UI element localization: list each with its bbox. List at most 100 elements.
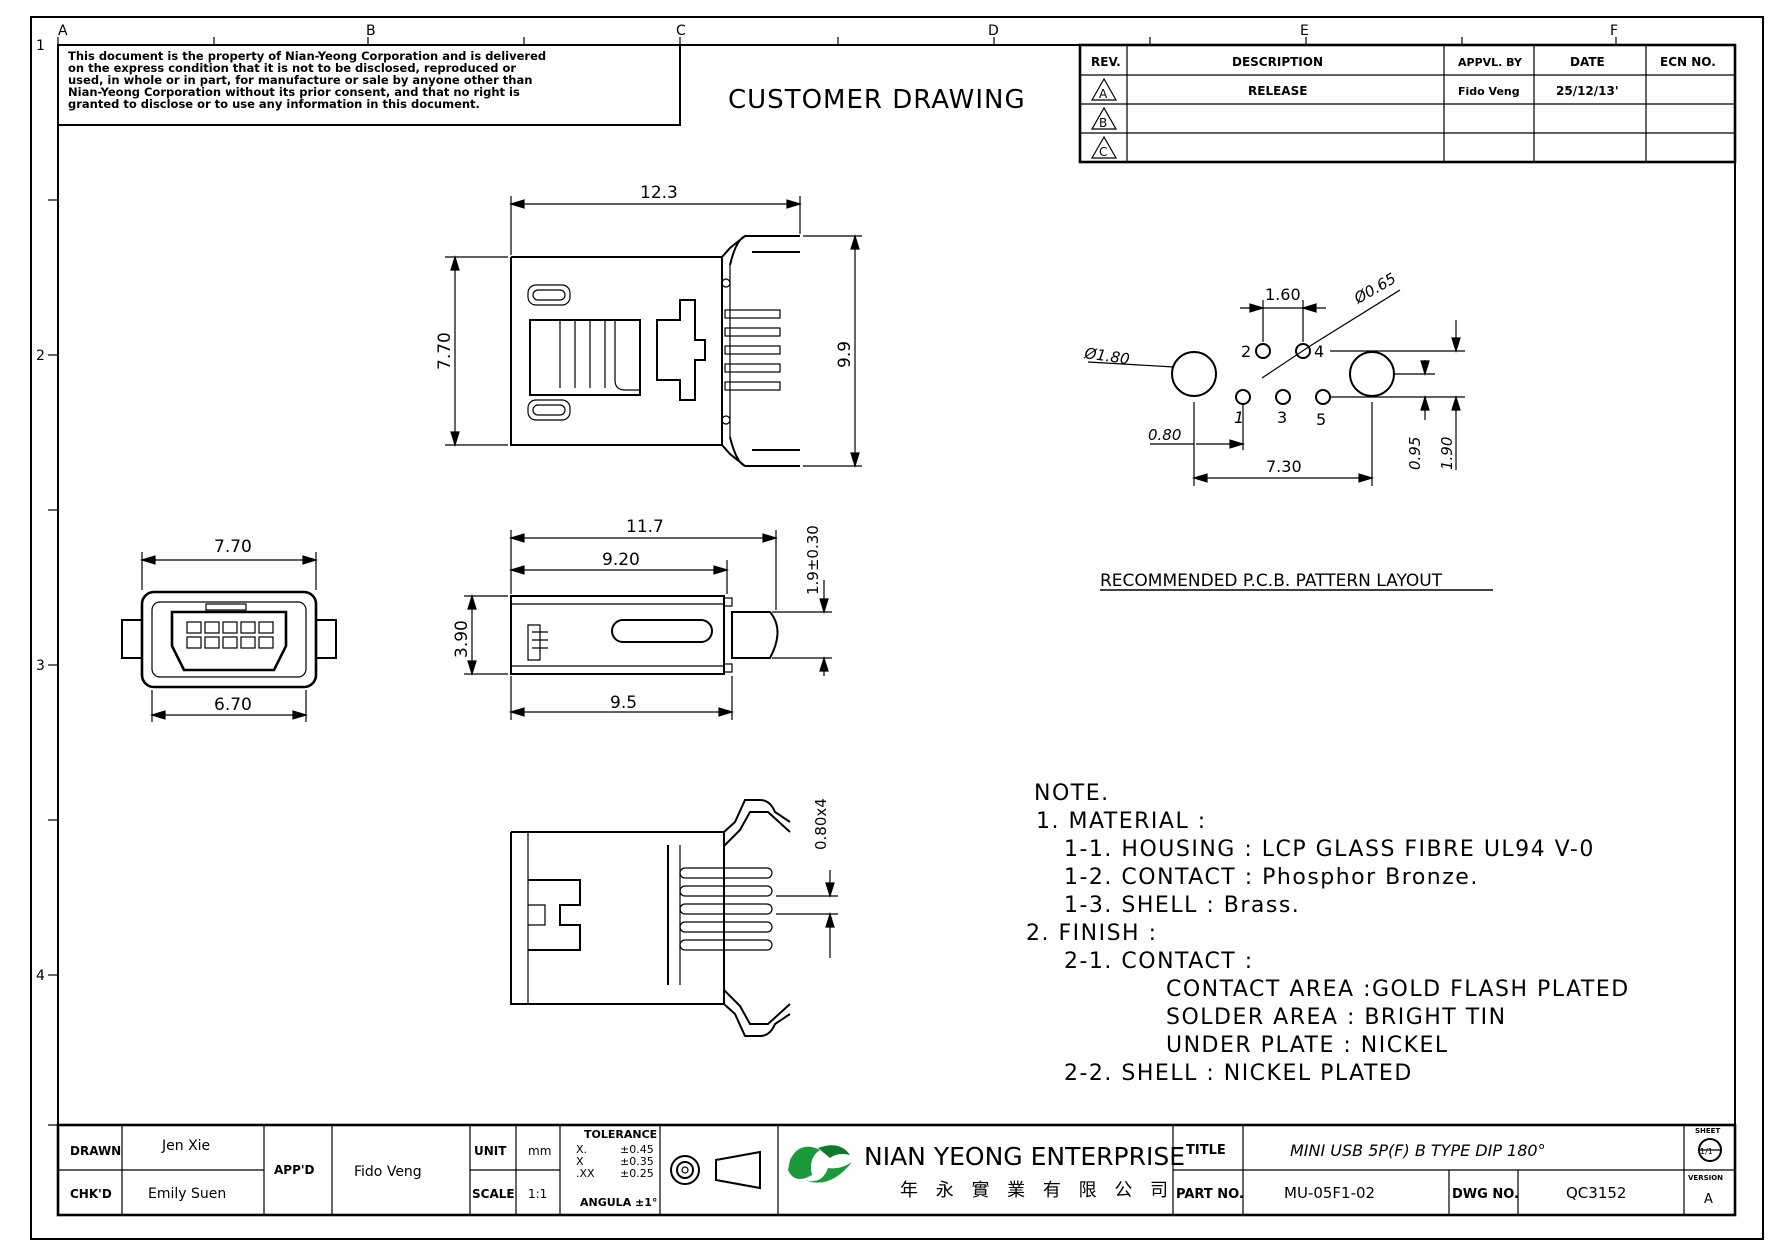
svg-text:±0.45: ±0.45 bbox=[620, 1143, 654, 1156]
svg-text:3: 3 bbox=[1277, 408, 1287, 427]
dim-front-width-bottom: 6.70 bbox=[214, 695, 252, 715]
part-number-value: MU-05F1-02 bbox=[1284, 1184, 1375, 1202]
grid-col-a: A bbox=[58, 23, 68, 39]
sheet-label: SHEET bbox=[1695, 1127, 1720, 1135]
dim-pcb-pitch: 1.60 bbox=[1265, 285, 1301, 304]
projection-symbol-icon bbox=[670, 1150, 761, 1190]
svg-text:1-3. SHELL : Brass.: 1-3. SHELL : Brass. bbox=[1064, 893, 1300, 918]
dim-top-width: 12.3 bbox=[640, 183, 678, 203]
version-value: A bbox=[1704, 1192, 1713, 1207]
pcb-layout-title: RECOMMENDED P.C.B. PATTERN LAYOUT bbox=[1100, 571, 1443, 591]
approved-label: APP'D bbox=[274, 1163, 315, 1177]
svg-text:This document is the property: This document is the property of Nian-Ye… bbox=[68, 49, 546, 63]
dim-pcb-vertical-1: 0.95 bbox=[1406, 437, 1424, 470]
svg-text:2. FINISH :: 2. FINISH : bbox=[1026, 921, 1157, 946]
pcb-pattern-dimensions bbox=[1087, 289, 1465, 486]
disclaimer-box bbox=[57, 44, 681, 126]
grid-row-labels: 1 2 3 4 bbox=[36, 38, 45, 984]
notes-block: NOTE. 1. MATERIAL : 1-1. HOUSING : LCP G… bbox=[1026, 781, 1628, 1086]
pcb-mount-hole-left bbox=[1171, 351, 1217, 397]
front-view-drawing bbox=[121, 590, 337, 689]
svg-text:4: 4 bbox=[1314, 342, 1324, 361]
svg-text:5: 5 bbox=[1316, 410, 1326, 429]
pcb-pin-hole-4 bbox=[1295, 343, 1311, 359]
grid-col-b: B bbox=[366, 23, 376, 39]
scale-value: 1:1 bbox=[528, 1187, 547, 1201]
customer-drawing-title: CUSTOMER DRAWING bbox=[728, 85, 1026, 115]
approved-value: Fido Veng bbox=[354, 1164, 422, 1180]
note-heading: NOTE. bbox=[1034, 781, 1110, 806]
dim-pcb-hole-big: Ø1.80 bbox=[1082, 344, 1130, 368]
ecn-header: ECN NO. bbox=[1660, 55, 1716, 69]
dim-pcb-vertical-2: 1.90 bbox=[1438, 437, 1456, 470]
bottom-view-drawing bbox=[510, 799, 791, 1037]
inner-border bbox=[57, 44, 1736, 1216]
title-label: TITLE bbox=[1186, 1143, 1226, 1158]
outer-border bbox=[30, 16, 1764, 1240]
svg-text:.XX: .XX bbox=[576, 1167, 595, 1180]
grid-ticks bbox=[48, 37, 1617, 1126]
company-name: NIAN YEONG ENTERPRISE bbox=[864, 1142, 1185, 1171]
svg-text:C: C bbox=[1099, 145, 1107, 159]
disclaimer-text: This document is the property of Nian-Ye… bbox=[68, 49, 546, 111]
svg-text:used, in whole or in part, for: used, in whole or in part, for manufactu… bbox=[68, 73, 532, 87]
grid-row-2: 2 bbox=[36, 348, 45, 364]
title-block: DRAWN Jen Xie CHK'D Emily Suen APP'D Fid… bbox=[56, 1123, 1737, 1217]
rev-a-description: RELEASE bbox=[1248, 84, 1307, 98]
grid-col-f: F bbox=[1610, 23, 1618, 39]
rev-header: REV. bbox=[1091, 55, 1121, 69]
dim-top-total: 9.9 bbox=[835, 341, 855, 368]
checked-label: CHK'D bbox=[70, 1187, 112, 1201]
dim-top-height: 7.70 bbox=[435, 332, 455, 370]
pcb-pin-hole-3 bbox=[1275, 389, 1291, 405]
grid-col-e: E bbox=[1300, 23, 1309, 39]
side-view-drawing bbox=[510, 595, 779, 675]
svg-text:X: X bbox=[576, 1155, 584, 1168]
top-view-drawing bbox=[510, 235, 800, 467]
grid-row-3: 3 bbox=[36, 658, 45, 674]
svg-text:±0.25: ±0.25 bbox=[620, 1167, 654, 1180]
svg-text:2-2. SHELL : NICKEL PLATED: 2-2. SHELL : NICKEL PLATED bbox=[1064, 1061, 1413, 1086]
tolerance-label: TOLERANCE bbox=[584, 1128, 657, 1141]
pcb-pin-labels: 1 2 3 4 5 bbox=[1234, 342, 1326, 429]
side-view-dimensions bbox=[464, 530, 832, 720]
dim-side-length-3: 9.5 bbox=[610, 693, 637, 713]
grid-col-c: C bbox=[676, 23, 686, 39]
part-title: MINI USB 5P(F) B TYPE DIP 180° bbox=[1290, 1141, 1546, 1160]
scale-label: SCALE bbox=[472, 1187, 515, 1201]
dim-bottom-pitch: 0.80x4 bbox=[812, 798, 830, 850]
grid-row-1: 1 bbox=[36, 38, 45, 54]
dim-front-width-top: 7.70 bbox=[214, 537, 252, 557]
grid-col-d: D bbox=[988, 23, 999, 39]
grid-row-4: 4 bbox=[36, 968, 45, 984]
svg-text:1. MATERIAL :: 1. MATERIAL : bbox=[1036, 809, 1207, 834]
svg-text:X.: X. bbox=[576, 1143, 587, 1156]
revision-table: REV. DESCRIPTION APPVL. BY DATE ECN NO. … bbox=[1078, 43, 1737, 164]
unit-label: UNIT bbox=[474, 1144, 507, 1158]
date-header: DATE bbox=[1570, 55, 1605, 69]
drawn-value: Jen Xie bbox=[161, 1138, 210, 1154]
svg-text:2-1. CONTACT :: 2-1. CONTACT : bbox=[1064, 949, 1254, 974]
rev-a-date: 25/12/13' bbox=[1556, 84, 1619, 98]
dim-pcb-hole-small: Ø0.65 bbox=[1350, 269, 1399, 308]
svg-text:2: 2 bbox=[1241, 342, 1251, 361]
front-view-dimensions bbox=[139, 552, 319, 722]
dim-side-height: 3.90 bbox=[452, 620, 472, 658]
svg-text:UNDER PLATE : NICKEL: UNDER PLATE : NICKEL bbox=[1166, 1033, 1449, 1058]
drawing-number-value: QC3152 bbox=[1566, 1184, 1626, 1202]
dim-side-length-2: 9.20 bbox=[602, 550, 640, 570]
top-view-dimensions bbox=[445, 196, 862, 469]
pcb-pin-hole-1 bbox=[1235, 389, 1251, 405]
dim-pcb-span: 7.30 bbox=[1266, 457, 1302, 476]
part-number-label: PART NO. bbox=[1176, 1187, 1244, 1202]
checked-value: Emily Suen bbox=[148, 1186, 226, 1202]
sheet-indicator-icon bbox=[1698, 1138, 1722, 1162]
unit-value: mm bbox=[528, 1144, 551, 1158]
dim-pcb-offset: 0.80 bbox=[1148, 426, 1181, 444]
svg-text:SOLDER AREA : BRIGHT TIN: SOLDER AREA : BRIGHT TIN bbox=[1166, 1005, 1507, 1030]
dim-side-length-1: 11.7 bbox=[626, 517, 664, 537]
angular-tolerance: ANGULA ±1° bbox=[580, 1196, 657, 1209]
grid-column-labels: A B C D E F bbox=[58, 23, 1618, 39]
rev-c-triangle-icon: C bbox=[1090, 135, 1118, 159]
